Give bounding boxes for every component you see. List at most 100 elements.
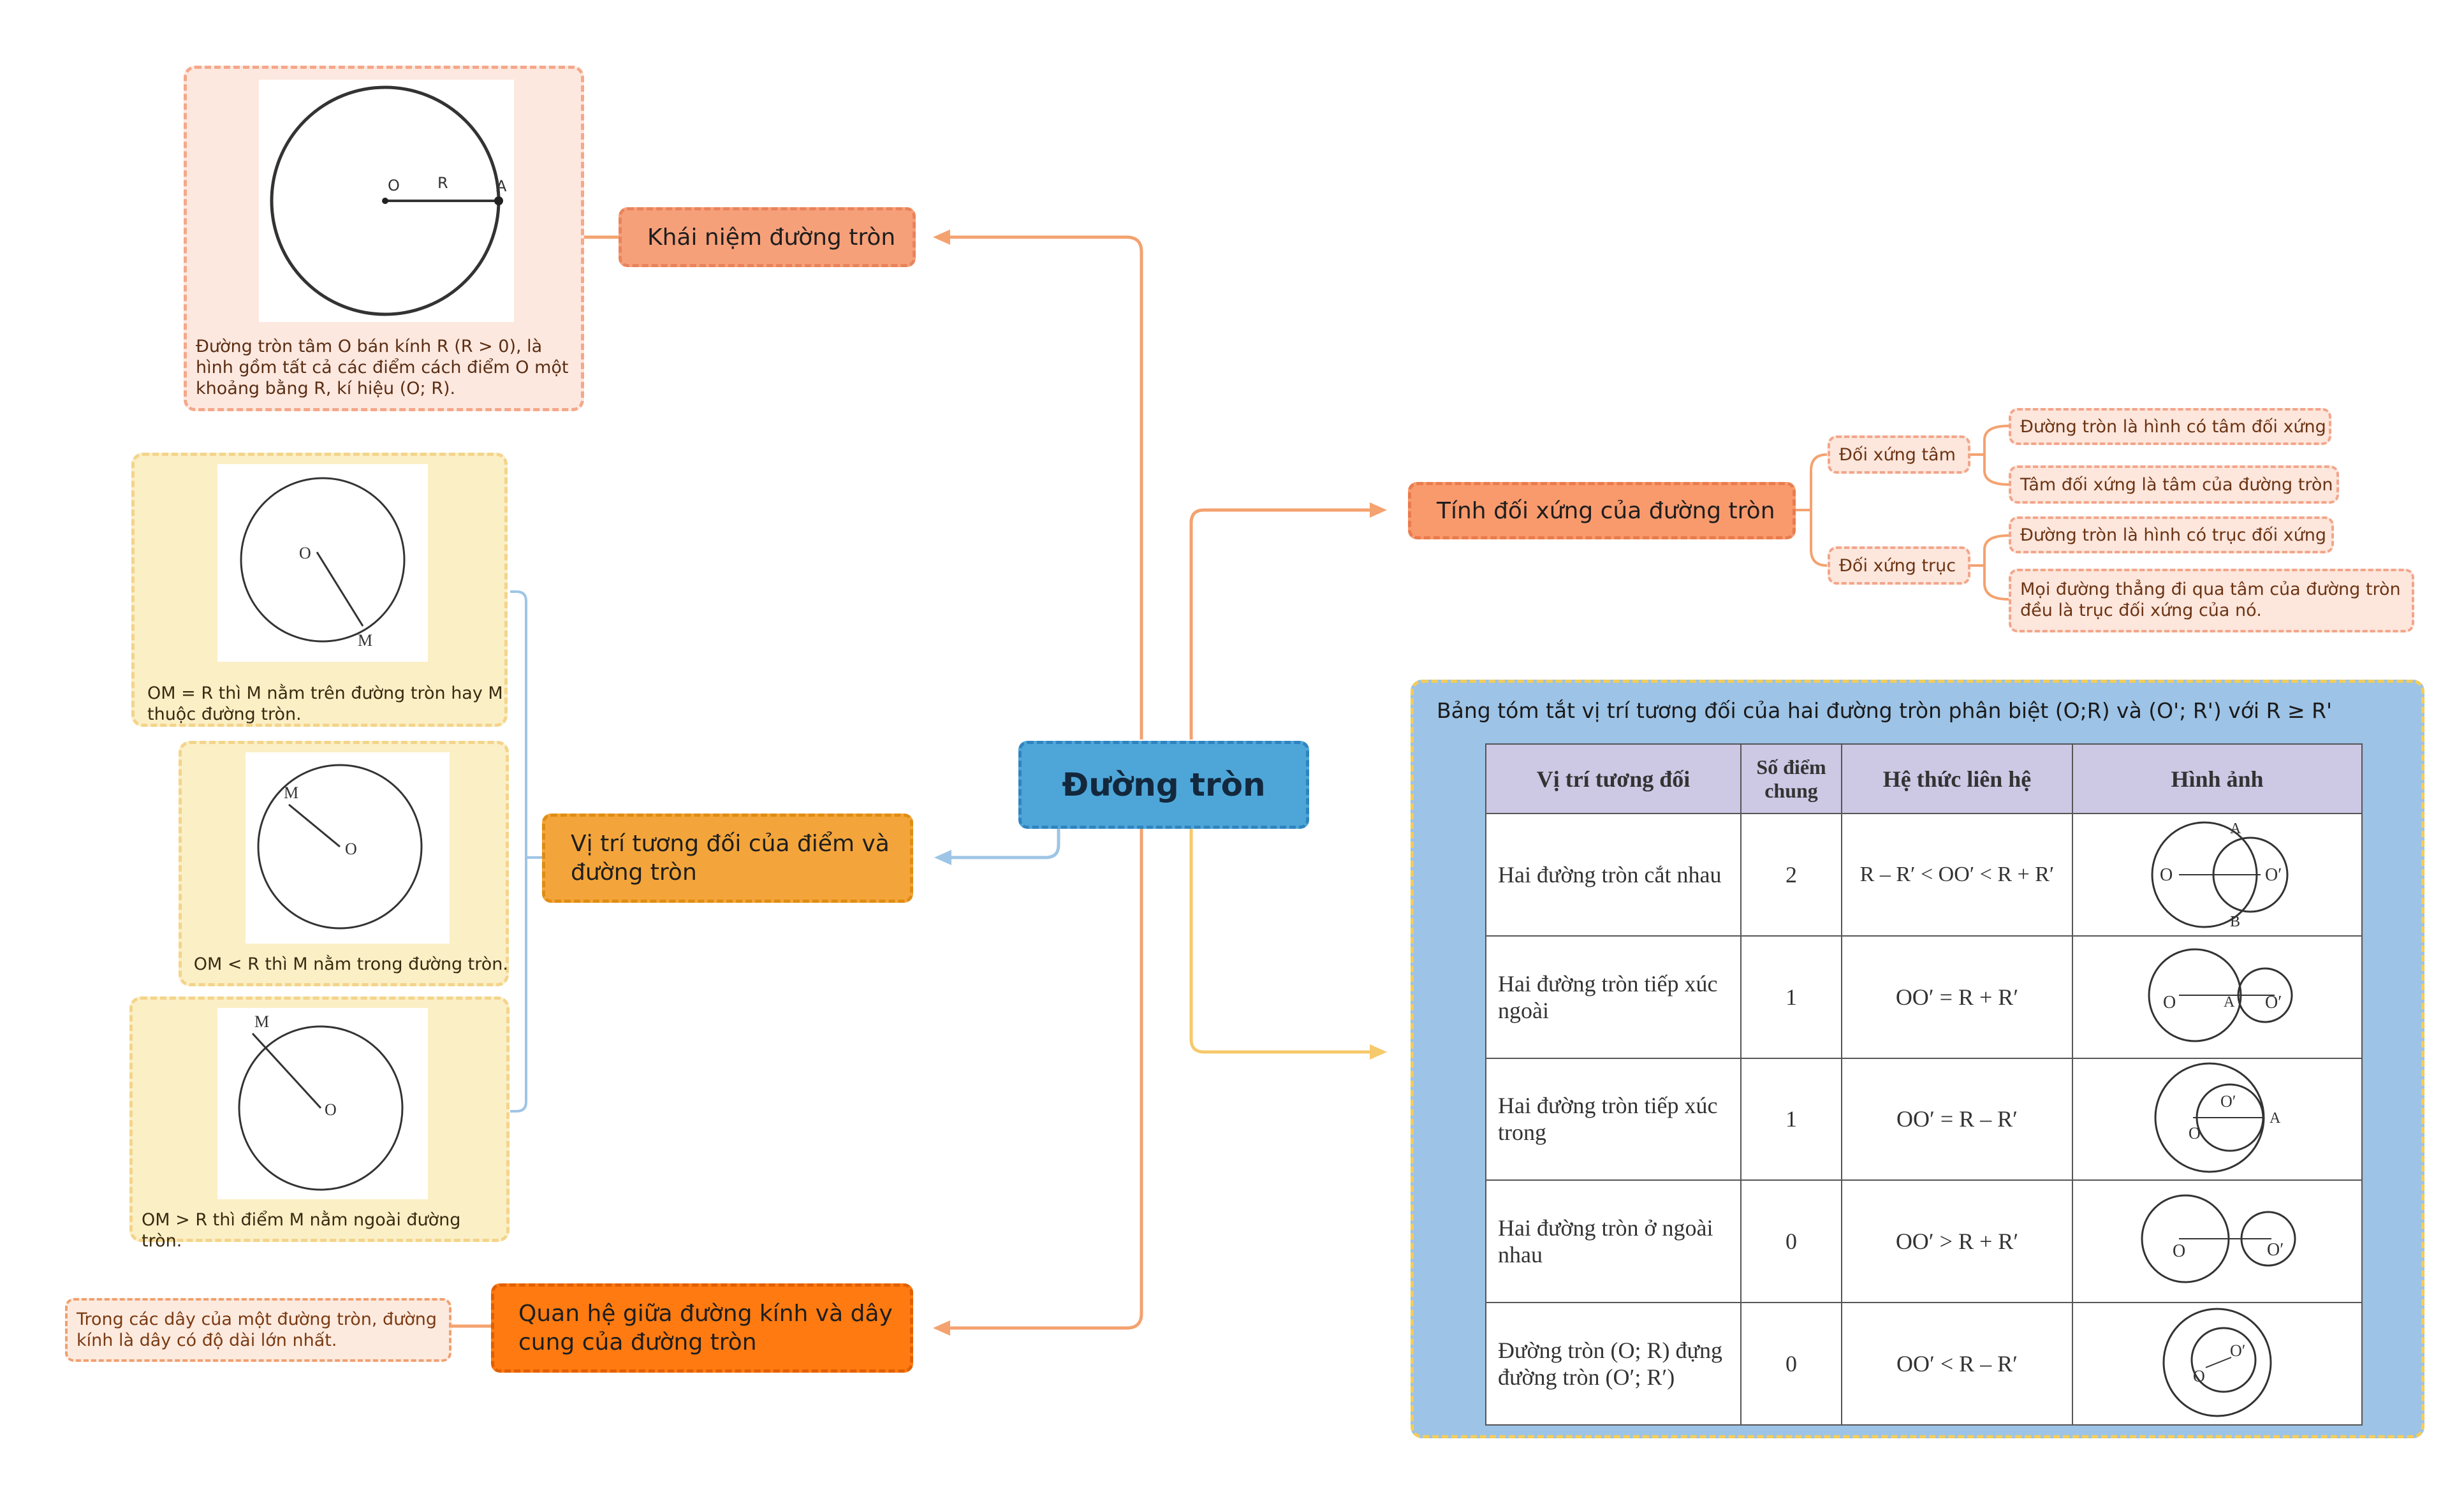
circle	[238, 1025, 404, 1191]
cell-common: 2	[1740, 813, 1842, 937]
svg-text:O′: O′	[2265, 993, 2282, 1012]
svg-text:O′: O′	[2220, 1092, 2236, 1111]
label-m: M	[358, 631, 372, 650]
svg-text:O′: O′	[2267, 1240, 2284, 1260]
chord-label: Quan hệ giữa đường kính và dây cung của …	[518, 1301, 893, 1355]
chord-node[interactable]: Quan hệ giữa đường kính và dây cung của …	[491, 1283, 913, 1373]
center-point	[382, 198, 388, 204]
figure-nested: O O′	[2162, 1308, 2272, 1417]
link-symmetry	[1189, 508, 1377, 740]
arrow-chord	[933, 1320, 950, 1336]
header-position: Vị trí tương đối	[1485, 743, 1742, 814]
position-figure-outside: O M	[217, 1008, 428, 1199]
radius-line	[288, 803, 341, 848]
position-label: Vị trí tương đối của điểm và đường tròn	[571, 831, 890, 886]
chord-note: Trong các dây của một đường tròn, đường …	[77, 1310, 437, 1350]
table-header-row: Vị trí tương đối Số điểm chung Hệ thức l…	[1485, 743, 2363, 814]
svg-text:O: O	[2160, 865, 2173, 885]
figure-separate: O O′	[2141, 1194, 2296, 1283]
label-o: O	[325, 1100, 337, 1119]
summary-table: Vị trí tương đối Số điểm chung Hệ thức l…	[1485, 743, 2363, 1426]
label-o: O	[299, 544, 311, 562]
cell-relation: OO′ = R – R′	[1841, 1057, 2073, 1181]
circle	[257, 764, 423, 930]
bracket-symmetry-center	[1970, 425, 2009, 486]
circle	[240, 477, 406, 643]
center-node[interactable]: Đường tròn	[1018, 741, 1309, 829]
symmetry-item-text: Mọi đường thẳng đi qua tâm của đường trò…	[2020, 580, 2401, 620]
symmetry-item-text: Đường tròn là hình có tâm đối xứng	[2020, 416, 2326, 437]
cell-relation: R – R′ < OO′ < R + R′	[1841, 813, 2073, 937]
symmetry-axis-item-2[interactable]: Mọi đường thẳng đi qua tâm của đường trò…	[2009, 569, 2414, 632]
svg-text:O: O	[2173, 1241, 2185, 1261]
label-o: O	[388, 177, 400, 194]
cell-common: 0	[1740, 1302, 1842, 1426]
svg-text:O: O	[2189, 1124, 2201, 1142]
bracket-symmetry	[1795, 453, 1828, 567]
link-table	[1189, 822, 1377, 1054]
symmetry-axis-node[interactable]: Đối xứng trục	[1828, 546, 1970, 585]
definition-panel: O R A Đường tròn tâm O bán kính R (R > 0…	[184, 66, 584, 411]
cell-relation: OO′ > R + R′	[1841, 1179, 2073, 1304]
symmetry-center-item-2[interactable]: Tâm đối xứng là tâm của đường tròn	[2009, 465, 2339, 504]
definition-node[interactable]: Khái niệm đường tròn	[619, 207, 916, 267]
table-row: Hai đường tròn tiếp xúc trong 1 OO′ = R …	[1485, 1057, 2363, 1181]
header-figure: Hình ảnh	[2072, 743, 2363, 814]
svg-text:O: O	[2163, 993, 2176, 1012]
figure-intersecting: O O′ A B	[2151, 821, 2289, 930]
definition-label: Khái niệm đường tròn	[647, 224, 896, 251]
figure-internal-tangent: O′ O A	[2154, 1062, 2281, 1173]
cell-common: 1	[1740, 1057, 1842, 1181]
symmetry-item-text: Đường tròn là hình có trục đối xứng	[2020, 525, 2327, 545]
cell-position: Đường tròn (O; R) đựng đường tròn (O′; R…	[1485, 1302, 1742, 1426]
label-a: A	[496, 177, 507, 195]
bracket-position	[510, 590, 542, 1113]
header-relation: Hệ thức liên hệ	[1841, 743, 2073, 814]
bracket-symmetry-axis	[1970, 534, 2009, 601]
position-caption-inside: OM < R thì M nằm trong đường tròn.	[193, 954, 508, 974]
table-panel: Bảng tóm tắt vị trí tương đối của hai đư…	[1411, 680, 2424, 1438]
cell-figure: O A O′	[2072, 935, 2363, 1059]
svg-text:A: A	[2270, 1110, 2281, 1127]
point-a	[494, 196, 503, 205]
table-row: Hai đường tròn tiếp xúc ngoài 1 OO′ = R …	[1485, 935, 2363, 1059]
radius-line	[316, 551, 364, 627]
link-chord	[942, 822, 1143, 1330]
position-node[interactable]: Vị trí tương đối của điểm và đường tròn	[542, 814, 913, 903]
definition-caption: Đường tròn tâm O bán kính R (R > 0), là …	[196, 337, 569, 398]
definition-circle-figure: O R A	[259, 80, 514, 322]
link-definition	[942, 235, 1143, 740]
svg-text:A: A	[2230, 821, 2241, 837]
summary-table-wrap: Vị trí tương đối Số điểm chung Hệ thức l…	[1485, 743, 2363, 1426]
arrow-table	[1370, 1044, 1387, 1060]
cell-figure: O O′	[2072, 1179, 2363, 1304]
svg-text:O: O	[2193, 1367, 2205, 1385]
label-r: R	[437, 174, 448, 192]
chord-note-box: Trong các dây của một đường tròn, đường …	[65, 1298, 451, 1362]
cell-position: Hai đường tròn ở ngoài nhau	[1485, 1179, 1742, 1304]
position-figure-inside: O M	[246, 752, 450, 944]
center-title: Đường tròn	[1062, 766, 1266, 803]
symmetry-center-node[interactable]: Đối xứng tâm	[1828, 435, 1970, 474]
symmetry-axis-item-1[interactable]: Đường tròn là hình có trục đối xứng	[2009, 516, 2334, 553]
position-caption-on: OM = R thì M nằm trên đường tròn hay M t…	[147, 683, 503, 724]
cell-figure: O O′	[2072, 1302, 2363, 1426]
arrow-definition	[933, 230, 950, 245]
cell-common: 0	[1740, 1179, 1842, 1304]
cell-figure: O′ O A	[2072, 1057, 2363, 1181]
svg-text:A: A	[2224, 994, 2235, 1011]
symmetry-node[interactable]: Tính đối xứng của đường tròn	[1408, 482, 1796, 539]
symmetry-item-text: Tâm đối xứng là tâm của đường tròn	[2020, 474, 2333, 495]
position-case-inside: O M OM < R thì M nằm trong đường tròn.	[179, 741, 509, 986]
symmetry-center-label: Đối xứng tâm	[1839, 444, 1956, 465]
cell-common: 1	[1740, 935, 1842, 1059]
table-row: Hai đường tròn cắt nhau 2 R – R′ < OO′ <…	[1485, 813, 2363, 937]
table-row: Hai đường tròn ở ngoài nhau 0 OO′ > R + …	[1485, 1179, 2363, 1304]
cell-relation: OO′ < R – R′	[1841, 1302, 2073, 1426]
cell-position: Hai đường tròn cắt nhau	[1485, 813, 1742, 937]
table-row: Đường tròn (O; R) đựng đường tròn (O′; R…	[1485, 1302, 2363, 1426]
label-m: M	[254, 1012, 269, 1031]
symmetry-center-item-1[interactable]: Đường tròn là hình có tâm đối xứng	[2009, 408, 2331, 445]
radius-line	[251, 1032, 322, 1109]
